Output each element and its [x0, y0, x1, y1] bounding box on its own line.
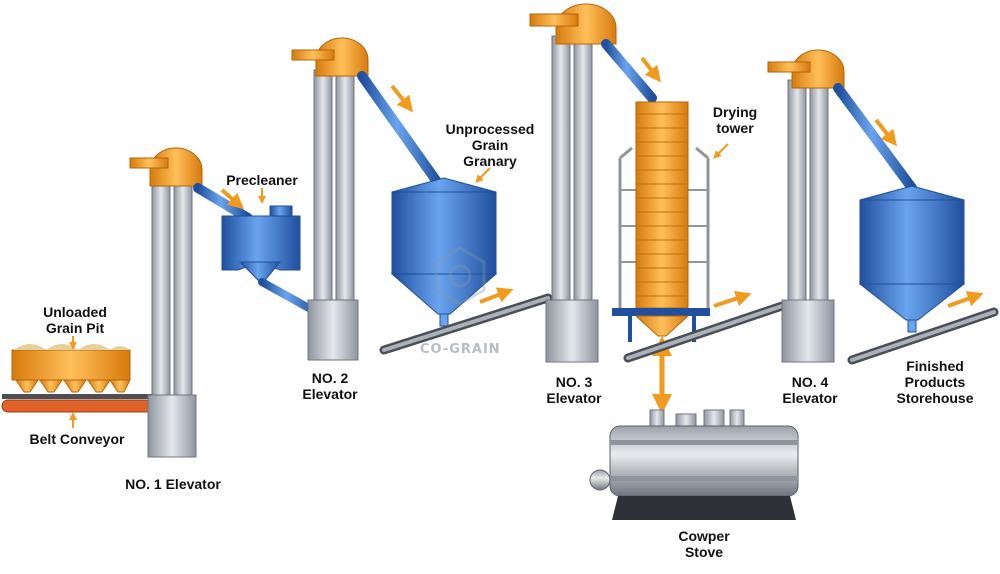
- chute-1-to-precleaner: [193, 183, 253, 223]
- chute-4-to-storehouse: [833, 83, 917, 193]
- label-unprocessed-granary: Unprocessed Grain Granary: [445, 121, 535, 169]
- chute-precleaner-to-2: [258, 278, 320, 316]
- label-elevator-2: NO. 2 Elevator: [302, 370, 358, 402]
- flow-arrow-5: [713, 290, 752, 308]
- label-elevator-4: NO. 4 Elevator: [782, 374, 838, 406]
- granary-pointer-arrow: [475, 167, 491, 183]
- conveyor-dryer-to-4: [623, 301, 787, 363]
- chute-3-to-dryer: [601, 39, 657, 103]
- label-precleaner: Precleaner: [226, 172, 298, 188]
- flow-arrow-6: [874, 118, 897, 147]
- drying-tower-pointer-arrow: [713, 143, 729, 159]
- drying-tower: [612, 101, 710, 342]
- elevator-2: [291, 37, 369, 361]
- finished-storehouse: [858, 185, 966, 333]
- label-belt-conveyor: Belt Conveyor: [29, 431, 125, 447]
- flow-arrow-7: [947, 291, 984, 308]
- flow-arrow-2: [390, 84, 413, 113]
- unprocessed-granary: [390, 177, 498, 327]
- belt-conveyor: [1, 394, 153, 413]
- flow-arrow-3: [479, 287, 514, 304]
- conveyor-storehouse-out: [847, 307, 999, 365]
- elevator-3: [529, 3, 617, 363]
- unloaded-grain-pit: [11, 344, 131, 393]
- chute-2-to-granary: [357, 71, 445, 191]
- label-cowper-stove: Cowper Stove: [678, 528, 730, 560]
- cowper-stove: [589, 409, 799, 520]
- flow-arrow-1: [220, 188, 245, 210]
- watermark-logo-icon: [434, 246, 486, 306]
- label-finished-storehouse: Finished Products Storehouse: [896, 358, 974, 406]
- elevator-4: [767, 49, 845, 363]
- flow-arrow-4: [640, 56, 661, 83]
- label-unloaded-grain-pit: Unloaded Grain Pit: [43, 304, 107, 336]
- elevator-1: [129, 147, 203, 458]
- label-drying-tower: Drying tower: [712, 104, 758, 136]
- watermark-text: CO-GRAIN: [420, 342, 501, 357]
- label-elevator-3: NO. 3 Elevator: [546, 374, 602, 406]
- precleaner: [221, 205, 301, 285]
- label-elevator-1: NO. 1 Elevator: [125, 476, 221, 492]
- conveyor-granary-to-3: [379, 293, 553, 355]
